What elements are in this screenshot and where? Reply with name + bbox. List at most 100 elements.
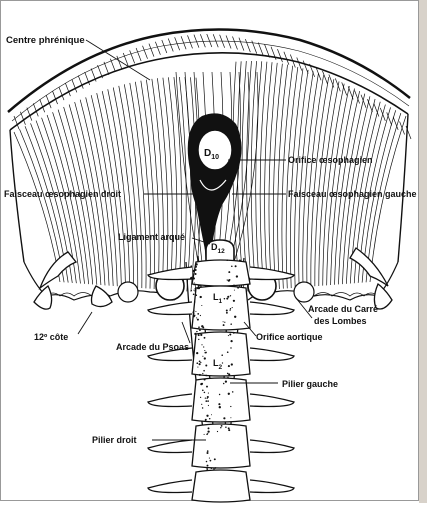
stipple-dot [207,396,209,398]
stipple-dot [204,357,206,359]
stipple-dot [228,429,230,431]
stipple-dot [232,391,234,393]
stipple-dot [224,322,225,323]
label-ligament-arque: Ligament arqué [118,232,185,242]
stipple-dot [209,458,210,459]
label-arcade-carre-line2: des Lombes [314,316,367,326]
stipple-dot [205,364,207,366]
tendon-hatch-line [110,59,115,72]
tendon-hatch-line [162,40,167,53]
stipple-dot [223,324,225,326]
label-12e-cote: 12º côte [34,332,68,342]
transverse-process [250,348,294,361]
stipple-dot [192,270,194,272]
stipple-dot [207,400,209,402]
stipple-dot [211,467,213,469]
stipple-dot [204,379,206,381]
vertebral-body [192,260,250,286]
stipple-dot [217,431,218,432]
fiber-right [265,62,272,290]
stipple-dot [196,317,197,318]
label-orifice-oesophagien: Orifice œsophagien [288,155,373,165]
stipple-dot [230,406,231,407]
label-arcade-carre-line1: Arcade du Carré [308,304,378,314]
tendon-hatch-line [143,46,148,59]
transverse-process [148,480,192,493]
stipple-dot [204,350,205,351]
stipple-dot [226,298,228,300]
stipple-dot [197,319,199,321]
stipple-dot [214,467,216,469]
stipple-dot [192,279,193,280]
stipple-dot [198,339,199,340]
stipple-dot [205,375,207,377]
stipple-dot [226,312,228,314]
stipple-dot [230,417,231,418]
tendon-hatch-line [303,61,308,74]
stipple-dot [205,397,206,398]
stipple-dot [239,260,241,262]
stipple-dot [196,294,198,296]
stipple-dot [199,374,201,376]
fiber-right [256,61,262,290]
tendon-hatch-line [213,34,218,47]
transverse-process [148,394,192,407]
stipple-dot [202,407,203,408]
stipple-dot [193,294,195,296]
stipple-dot [201,344,202,345]
stipple-dot [223,321,224,322]
stipple-dot [219,406,221,408]
stipple-dot [195,288,196,289]
stipple-dot [199,361,201,363]
vertebral-body [192,286,250,330]
stipple-dot [227,279,228,280]
stipple-dot [194,333,196,335]
label-pilier-droit: Pilier droit [92,435,137,445]
fiber-left [14,132,60,282]
label-arcade-psoas: Arcade du Psoas [116,342,189,352]
stipple-dot [229,309,230,310]
stipple-dot [191,265,192,266]
stipple-dot [202,390,204,392]
tendon-hatch-line [130,50,135,63]
stipple-dot [198,328,199,329]
stipple-dot [228,427,230,429]
fiber-right [242,61,248,291]
stipple-dot [219,394,220,395]
stipple-dot [230,340,232,342]
stipple-dot [221,354,223,356]
stipple-dot [227,351,229,353]
stipple-dot [208,393,209,394]
stipple-dot [193,312,195,314]
stipple-dot [234,290,235,291]
transverse-process [250,440,294,453]
stipple-dot [200,383,202,385]
stipple-dot [214,458,216,460]
transverse-process [250,267,294,280]
label-faisceau-droit: Faisceau œsophagien droit [4,189,121,199]
stipple-dot [196,331,197,332]
stipple-dot [207,398,208,399]
stipple-dot [197,313,199,315]
stipple-dot [200,397,201,398]
stipple-dot [194,282,195,283]
stipple-dot [193,290,194,291]
stipple-dot [200,315,201,316]
stipple-dot [195,273,197,275]
stipple-dot [207,450,209,452]
stipple-dot [195,311,196,312]
stipple-dot [193,315,195,317]
tendon-hatch-line [200,34,205,47]
stipple-dot [228,271,230,273]
stipple-dot [193,310,194,311]
stipple-dot [206,461,208,463]
stipple-dot [230,323,232,325]
stipple-dot [228,393,230,395]
tendon-hatch-line [232,36,237,49]
fiber-left [174,77,182,291]
stipple-dot [201,404,202,405]
tendon-hatch-line [252,41,257,54]
stipple-dot [201,305,202,306]
stipple-dot [230,347,231,348]
